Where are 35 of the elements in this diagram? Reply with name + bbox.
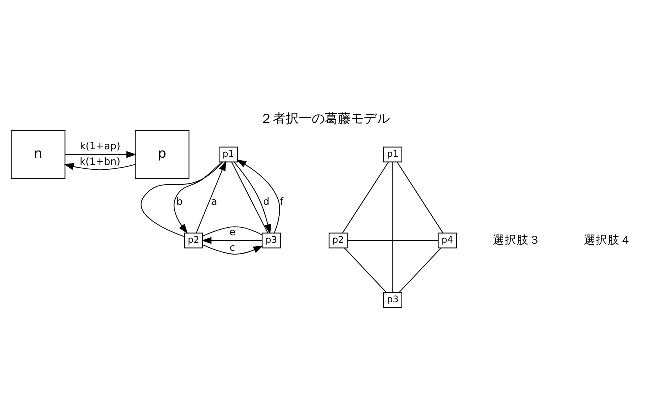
node-box: p1 bbox=[383, 146, 402, 163]
arrow bbox=[236, 160, 280, 234]
connector bbox=[202, 226, 263, 237]
arrow bbox=[64, 163, 136, 170]
connector bbox=[342, 162, 390, 234]
edge-label: f bbox=[280, 196, 284, 208]
connector bbox=[347, 240, 439, 242]
arrow bbox=[64, 151, 137, 158]
node-box: p2 bbox=[328, 232, 348, 249]
edge-label: c bbox=[230, 243, 236, 254]
node-box: p3 bbox=[383, 292, 402, 308]
node-box: p1 bbox=[218, 146, 238, 163]
arrow bbox=[202, 244, 264, 255]
node-box: p bbox=[135, 130, 190, 180]
node-box: p4 bbox=[438, 232, 458, 249]
edge-label: k(1+bn) bbox=[80, 157, 121, 168]
node-box: p2 bbox=[184, 232, 204, 249]
edge-label: d bbox=[263, 196, 270, 208]
connector bbox=[344, 248, 387, 293]
arrow bbox=[174, 162, 222, 234]
connector bbox=[140, 162, 224, 238]
label: 選択肢４ bbox=[584, 232, 632, 247]
diagram-title: ２者択一の葛藤モデル bbox=[260, 112, 390, 128]
arrow bbox=[202, 237, 263, 244]
connector bbox=[392, 162, 394, 293]
edge-label: e bbox=[230, 227, 236, 238]
edge-label: b bbox=[176, 196, 183, 208]
edge-label: k(1+ap) bbox=[80, 141, 121, 152]
label: 選択肢３ bbox=[492, 232, 541, 247]
connector bbox=[399, 248, 442, 293]
connector bbox=[396, 162, 444, 234]
node-box: n bbox=[11, 130, 66, 180]
edge-label: a bbox=[211, 196, 218, 208]
node-box: p3 bbox=[262, 232, 281, 249]
arrow bbox=[196, 161, 226, 234]
